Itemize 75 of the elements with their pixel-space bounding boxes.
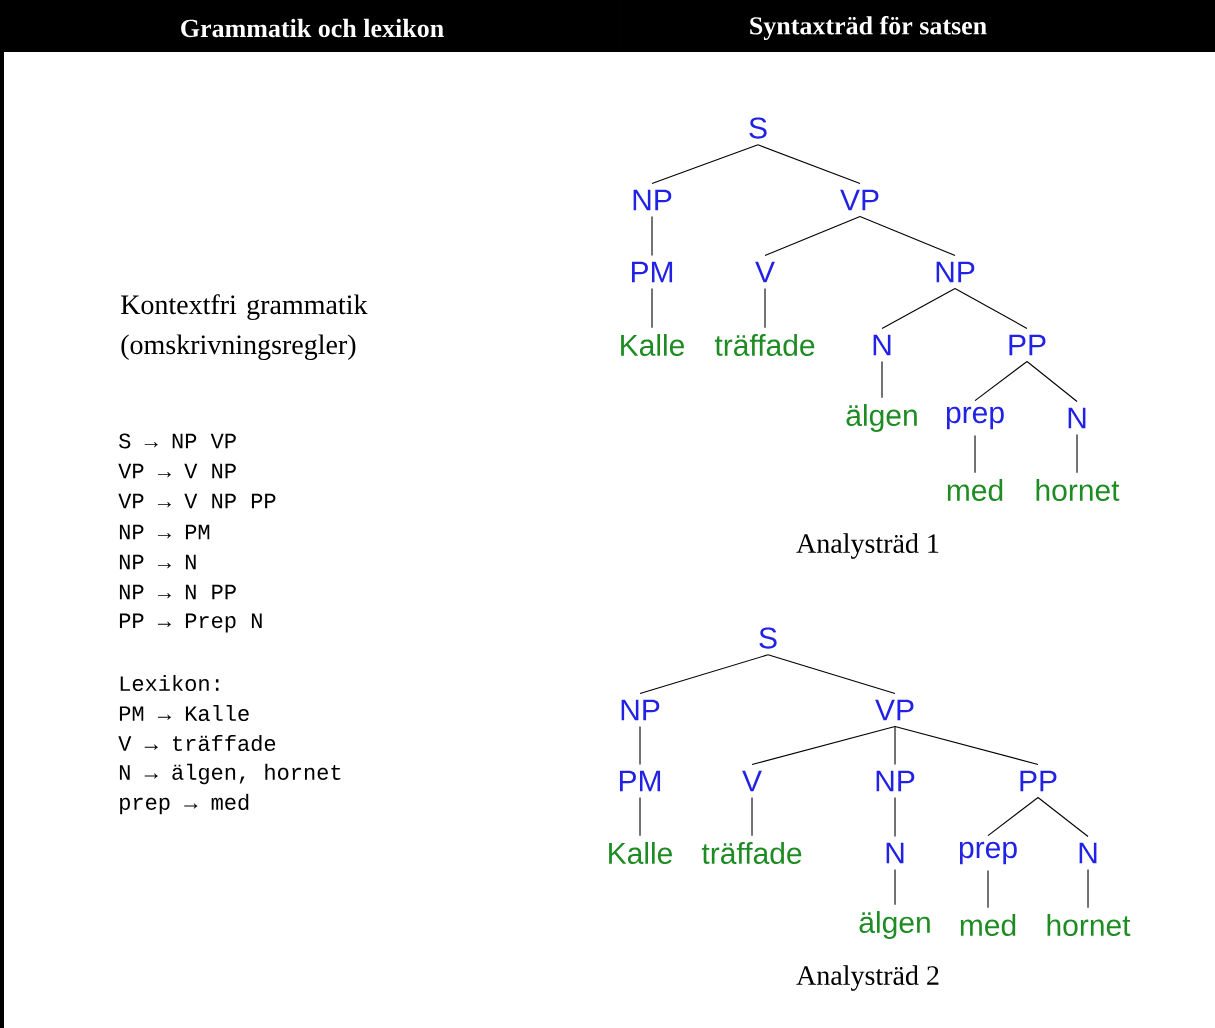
lexicon-heading: Lexikon: [120,674,219,692]
word-label: med [960,914,1016,937]
category-label: PM [619,770,661,792]
tree-caption: Analysträd 2 [796,965,939,991]
tree-branch [651,215,653,257]
tree-branch [767,654,896,695]
rule-text: PM → Kalle [119,704,249,722]
tree-branch [881,287,956,330]
tree-branch [639,726,641,766]
category-label: NP [876,770,915,792]
word-label: Kalle [609,842,672,865]
tree-branch [859,215,956,257]
category-label: prep [946,406,1004,430]
category-label: prep [959,841,1017,865]
rule-text: NP → PM [119,524,210,540]
rule-text: NP → N PP [119,584,236,600]
word-label: älgen [846,404,917,432]
tree-caption: Analysträd 1 [796,533,939,559]
tree-branch [1026,360,1078,403]
tree-branch [639,654,769,695]
tree-branch [954,287,1028,330]
rule-text: V → träffade [118,734,276,752]
tree-branch [764,287,766,329]
tree-branch [651,287,653,329]
tree-branch [757,144,861,185]
tree-branch [894,869,896,906]
category-label: VP [840,189,879,211]
category-label: VP [875,699,914,721]
category-label: V [742,770,762,792]
rule-text: VP → V NP [118,463,236,479]
rule-text: prep → med [120,793,249,815]
header-cell: Grammatik och lexikon [0,0,620,52]
category-label: PM [631,261,673,283]
tree-branch [894,797,896,838]
word-label: träffade [701,842,802,865]
category-label: V [755,261,775,283]
word-label: hornet [1036,479,1120,502]
word-label: älgen [859,911,930,939]
tree-branch [1076,433,1078,474]
category-label: NP [633,189,672,211]
heading-text: Kontextfri grammatik (omskrivningsregler) [121,294,368,360]
category-label: PP [1009,334,1046,356]
tree-branch [987,797,1039,837]
tree-branch [894,726,896,766]
tree-branch [651,144,759,185]
tree-branch [987,869,989,909]
category-label: N [1068,407,1086,429]
tree-branch [1087,869,1089,909]
category-label: S [749,117,767,139]
tree-branch [639,797,641,837]
tree-branch [764,215,861,257]
category-label: N [1079,842,1097,864]
tree-branch [751,726,896,766]
tree-branch [894,726,1039,766]
category-label: N [886,842,904,864]
tree-branch [751,797,753,837]
header-cell: Syntaxträd för satsen [620,0,1215,52]
rule-text: NP → N [119,554,196,570]
word-label: med [947,479,1003,502]
tree-branch [1037,797,1089,838]
rule-text: VP → V NP PP [118,493,276,509]
category-label: N [873,334,891,356]
tree-branch [974,434,976,474]
word-label: hornet [1047,914,1131,937]
rule-text: N → älgen, hornet [119,763,341,785]
category-label: PP [1020,770,1057,792]
word-label: Kalle [621,334,684,357]
rule-text: S → NP VP [119,433,236,449]
tree-branch [974,360,1028,402]
category-label: NP [936,261,975,283]
category-label: NP [621,699,660,721]
tree-branch [881,360,883,399]
rule-text: PP → Prep N [119,613,262,633]
word-label: träffade [714,334,815,357]
category-label: S [759,627,777,649]
